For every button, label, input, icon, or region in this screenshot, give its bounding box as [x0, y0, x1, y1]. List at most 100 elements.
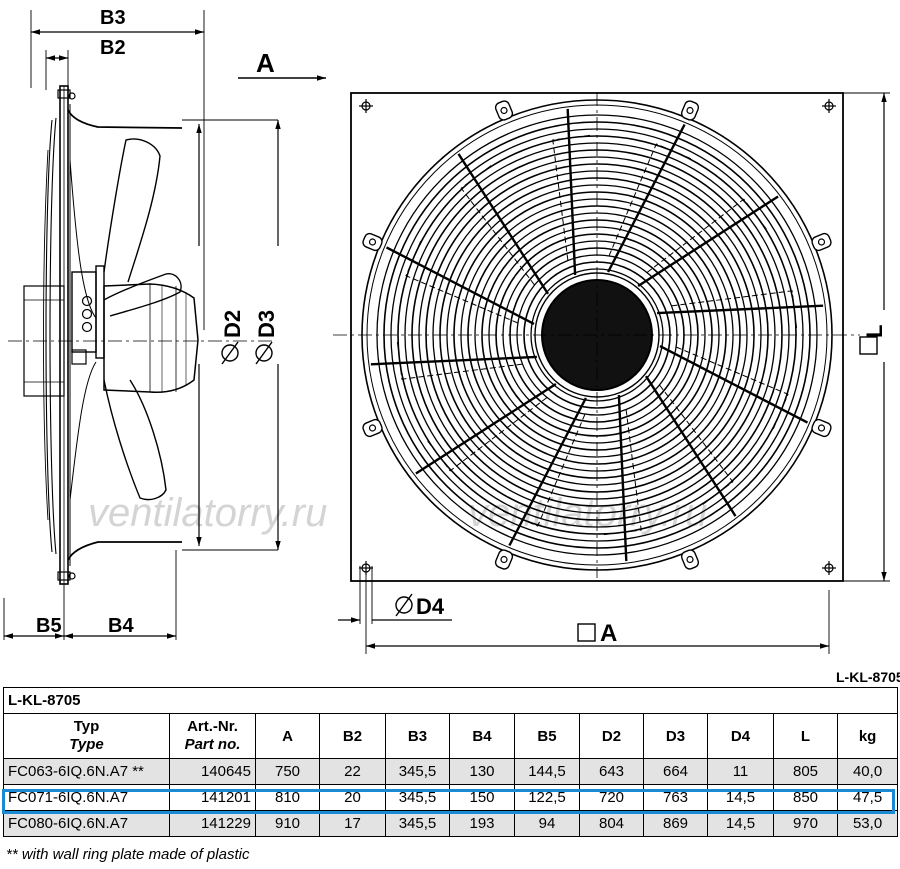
side-view [3, 10, 326, 640]
grille-spoke [637, 195, 779, 288]
header-d2: D2 [579, 713, 644, 759]
grille-spoke [659, 345, 809, 424]
cell-a: 810 [255, 784, 320, 811]
cell-a: 910 [255, 810, 320, 837]
dim-label-l: L [862, 325, 887, 338]
blade-outline [396, 339, 523, 380]
table-title-row: L-KL-8705 [2, 687, 899, 714]
blade-outline [659, 384, 734, 507]
dim-label-a: A [600, 620, 617, 647]
blade-outline [671, 290, 798, 331]
cell-kg: 40,0 [836, 758, 899, 785]
mounting-lug [811, 232, 832, 252]
cell-b4: 150 [449, 784, 515, 811]
blade-outline [601, 409, 642, 536]
watermark: ventilatorry.ru [88, 491, 327, 535]
header-d3: D3 [643, 713, 708, 759]
mounting-lug [680, 100, 700, 121]
blade-outline [425, 397, 548, 472]
front-view-dimensions [333, 92, 890, 654]
grille-spoke [566, 108, 577, 275]
spec-table-section: L-KL-8705 Typ Type Art.-Nr. Part no. A B… [0, 686, 900, 869]
grille-spoke [370, 355, 537, 366]
dim-label-d3: D3 [254, 310, 279, 338]
mounting-lug [362, 418, 383, 438]
dim-label-b4: B4 [108, 615, 134, 637]
table-row: FC080-6IQ.6N.A7 141229 910 17 345,5 193 … [3, 810, 899, 837]
blade-outline [405, 238, 519, 324]
blade-outline [460, 163, 535, 286]
grille-spoke [607, 123, 686, 273]
header-d4: D4 [707, 713, 774, 759]
cell-type: FC063-6IQ.6N.A7 ** [3, 758, 170, 785]
header-kg: kg [836, 713, 899, 759]
header-b2: B2 [319, 713, 386, 759]
header-b5: B5 [514, 713, 580, 759]
cell-d4: 14,5 [707, 784, 774, 811]
table-row-highlighted: FC071-6IQ.6N.A7 141201 810 20 345,5 150 … [3, 784, 899, 811]
cell-a: 750 [255, 758, 320, 785]
mounting-lug [494, 549, 514, 570]
spec-table: L-KL-8705 Typ Type Art.-Nr. Part no. A B… [2, 687, 899, 837]
cell-type: FC071-6IQ.6N.A7 [3, 784, 170, 811]
cell-d4: 14,5 [707, 810, 774, 837]
grille-spoke [457, 153, 550, 295]
blade-outline [500, 413, 586, 527]
grille-spoke [508, 397, 587, 547]
header-a: A [255, 713, 320, 759]
table-title: L-KL-8705 [2, 687, 899, 714]
dim-label-b2: B2 [100, 37, 126, 59]
fan-technical-drawing: ventilatorry.ru ventilatorry.ru [3, 7, 900, 685]
dim-label-b3: B3 [100, 7, 126, 29]
cell-kg: 53,0 [836, 810, 899, 837]
cell-l: 850 [773, 784, 838, 811]
cell-b3: 345,5 [385, 810, 450, 837]
drawing-id: L-KL-8705 [836, 669, 900, 685]
dim-label-d2: D2 [220, 310, 245, 338]
cell-kg: 47,5 [836, 784, 899, 811]
cell-part-no: 140645 [169, 758, 256, 785]
grille-spoke [657, 304, 824, 315]
blade-outline [552, 134, 593, 261]
grille-spoke [644, 375, 737, 517]
header-b4: B4 [449, 713, 515, 759]
header-l: L [773, 713, 838, 759]
cell-type: FC080-6IQ.6N.A7 [3, 810, 170, 837]
fan-guard-spokes [370, 108, 824, 562]
fan-guard-mounting-lugs [362, 100, 832, 570]
header-b3: B3 [385, 713, 450, 759]
blade-outline [675, 346, 789, 432]
cell-b3: 345,5 [385, 784, 450, 811]
mounting-lug [811, 418, 832, 438]
table-row: FC063-6IQ.6N.A7 ** 140645 750 22 345,5 1… [3, 758, 899, 785]
grille-spoke [617, 395, 628, 562]
mounting-lug [494, 100, 514, 121]
cell-d4: 11 [707, 758, 774, 785]
cell-b3: 345,5 [385, 758, 450, 785]
grille-spoke [385, 246, 535, 325]
mounting-lug [362, 232, 383, 252]
dim-label-d4: D4 [416, 594, 445, 619]
cell-b2: 20 [319, 784, 386, 811]
cell-part-no: 141201 [169, 784, 256, 811]
view-arrow-label: A [256, 48, 275, 78]
cell-b4: 193 [449, 810, 515, 837]
table-header-row: Typ Type Art.-Nr. Part no. A B2 B3 B4 B5… [3, 713, 899, 759]
cell-l: 970 [773, 810, 838, 837]
cell-d2: 804 [579, 810, 644, 837]
blade-outline [646, 198, 769, 273]
header-type: Typ Type [3, 713, 170, 759]
dim-label-b5: B5 [36, 615, 62, 637]
cell-d3: 869 [643, 810, 708, 837]
cell-b4: 130 [449, 758, 515, 785]
cell-b5: 144,5 [514, 758, 580, 785]
header-part-no: Art.-Nr. Part no. [169, 713, 256, 759]
footnote: ** with wall ring plate made of plastic [6, 846, 250, 863]
cell-b2: 22 [319, 758, 386, 785]
cell-d2: 643 [579, 758, 644, 785]
cell-d3: 763 [643, 784, 708, 811]
blade-outline [608, 143, 694, 257]
header-typ-de: Typ [73, 718, 100, 735]
cell-part-no: 141229 [169, 810, 256, 837]
cell-b5: 94 [514, 810, 580, 837]
